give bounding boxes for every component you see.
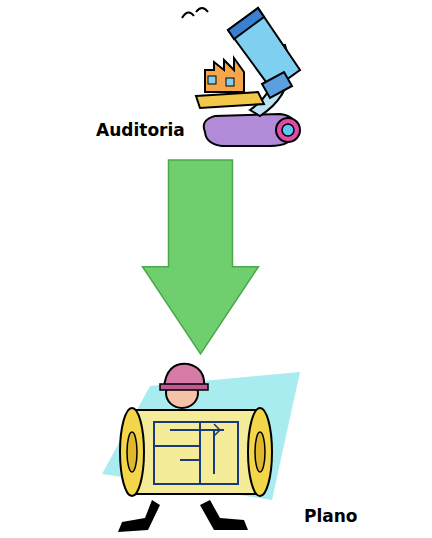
arrow-shape xyxy=(143,160,259,354)
microscope-clipart xyxy=(182,8,300,146)
engineer-clipart xyxy=(102,364,300,532)
caption-label: Plano xyxy=(304,506,358,526)
caption-label: Auditoria xyxy=(96,120,185,140)
illustration-node: Auditoria xyxy=(90,2,305,160)
block-arrow xyxy=(143,160,259,354)
illustration-node: Plano xyxy=(96,354,366,536)
